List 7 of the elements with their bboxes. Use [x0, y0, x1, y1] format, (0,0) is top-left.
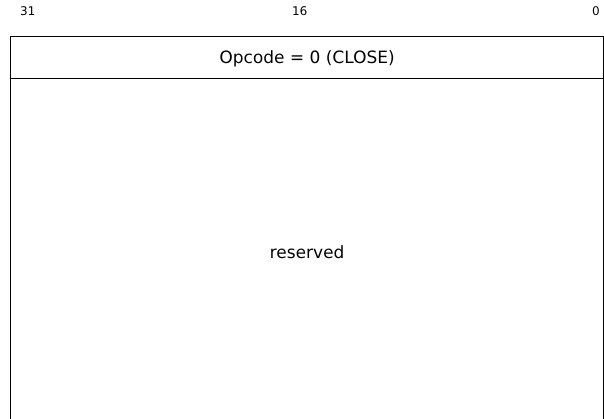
bit-number: 16: [292, 3, 308, 19]
field-label: reserved: [270, 243, 344, 263]
field-box: [10, 78, 604, 419]
field-box: [10, 36, 604, 79]
bit-number: 31: [20, 3, 36, 19]
field-label: Opcode = 0 (CLOSE): [219, 48, 395, 68]
bit-number: 0: [592, 3, 600, 19]
